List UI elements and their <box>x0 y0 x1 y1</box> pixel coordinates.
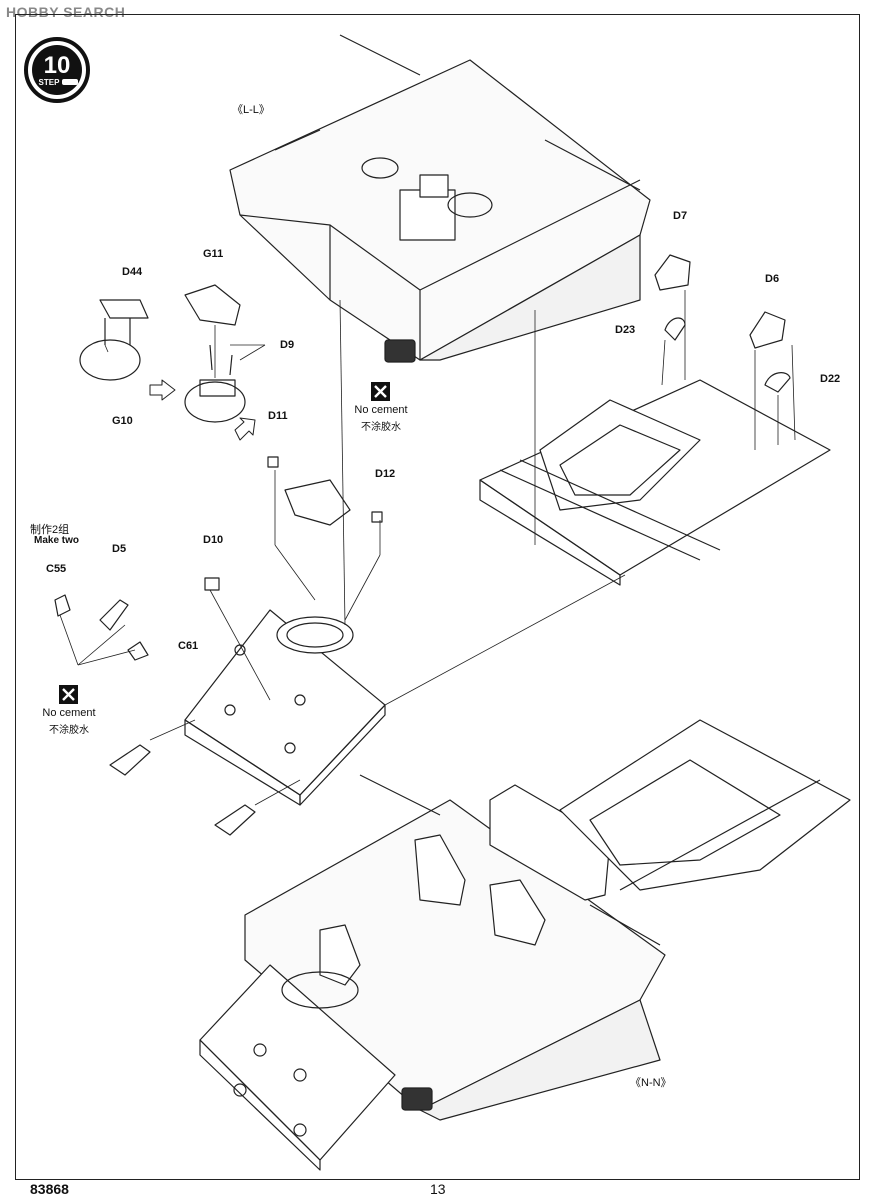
kit-number: 83868 <box>30 1181 69 1197</box>
part-d10 <box>204 577 220 591</box>
no-cement-note-2-cn: 不涂胶水 <box>49 725 89 736</box>
step-badge: 10 STEP <box>24 37 90 103</box>
label-g11: G11 <box>203 248 224 260</box>
watermark: HOBBY SEARCH <box>6 4 126 20</box>
hatch-g11-d9 <box>184 284 246 423</box>
label-d5: D5 <box>112 543 127 555</box>
label-d23: D23 <box>615 324 636 336</box>
hatch-d11-d12 <box>267 456 383 526</box>
label-d22: D22 <box>820 373 841 385</box>
label-d7: D7 <box>673 210 688 222</box>
label-d12: D12 <box>375 468 396 480</box>
guide-lines <box>59 290 796 806</box>
part-d7 <box>654 254 691 291</box>
step-word: STEP <box>38 78 60 87</box>
page-number: 13 <box>430 1181 446 1197</box>
rear-deck-top <box>479 379 831 586</box>
assembled-hull-bottom <box>199 719 851 1171</box>
no-cement-note-1: No cement <box>354 404 408 416</box>
label-d9: D9 <box>280 339 295 351</box>
upper-hull-top <box>229 34 651 363</box>
hatch-d44-g10 <box>79 299 149 381</box>
tow-hook-parts <box>54 594 256 836</box>
part-d6 <box>749 311 786 349</box>
view-label-top: 《L-L》 <box>232 104 270 116</box>
view-label-bottom: 《N-N》 <box>630 1077 672 1089</box>
glacis-plate <box>184 609 386 806</box>
no-cement-note-1-cn: 不涂胶水 <box>361 422 401 433</box>
step-number: 10 <box>43 52 71 79</box>
part-d23 <box>664 317 686 341</box>
tank-icon <box>62 79 78 85</box>
label-g10: G10 <box>112 415 133 427</box>
make-two-note: Make two <box>34 535 80 546</box>
part-d22 <box>764 372 791 393</box>
label-d11: D11 <box>268 410 288 422</box>
label-c55: C55 <box>46 563 67 575</box>
no-cement-note-2: No cement <box>42 707 96 719</box>
label-d44: D44 <box>122 266 143 278</box>
page-frame <box>15 14 860 1180</box>
no-cement-icon <box>371 382 390 401</box>
label-d6: D6 <box>765 273 780 285</box>
process-arrows <box>149 379 256 441</box>
label-c61: C61 <box>178 640 199 652</box>
make-two-note-cn: 制作2组 <box>30 524 70 536</box>
label-d10: D10 <box>203 534 224 546</box>
no-cement-icon <box>59 685 78 704</box>
